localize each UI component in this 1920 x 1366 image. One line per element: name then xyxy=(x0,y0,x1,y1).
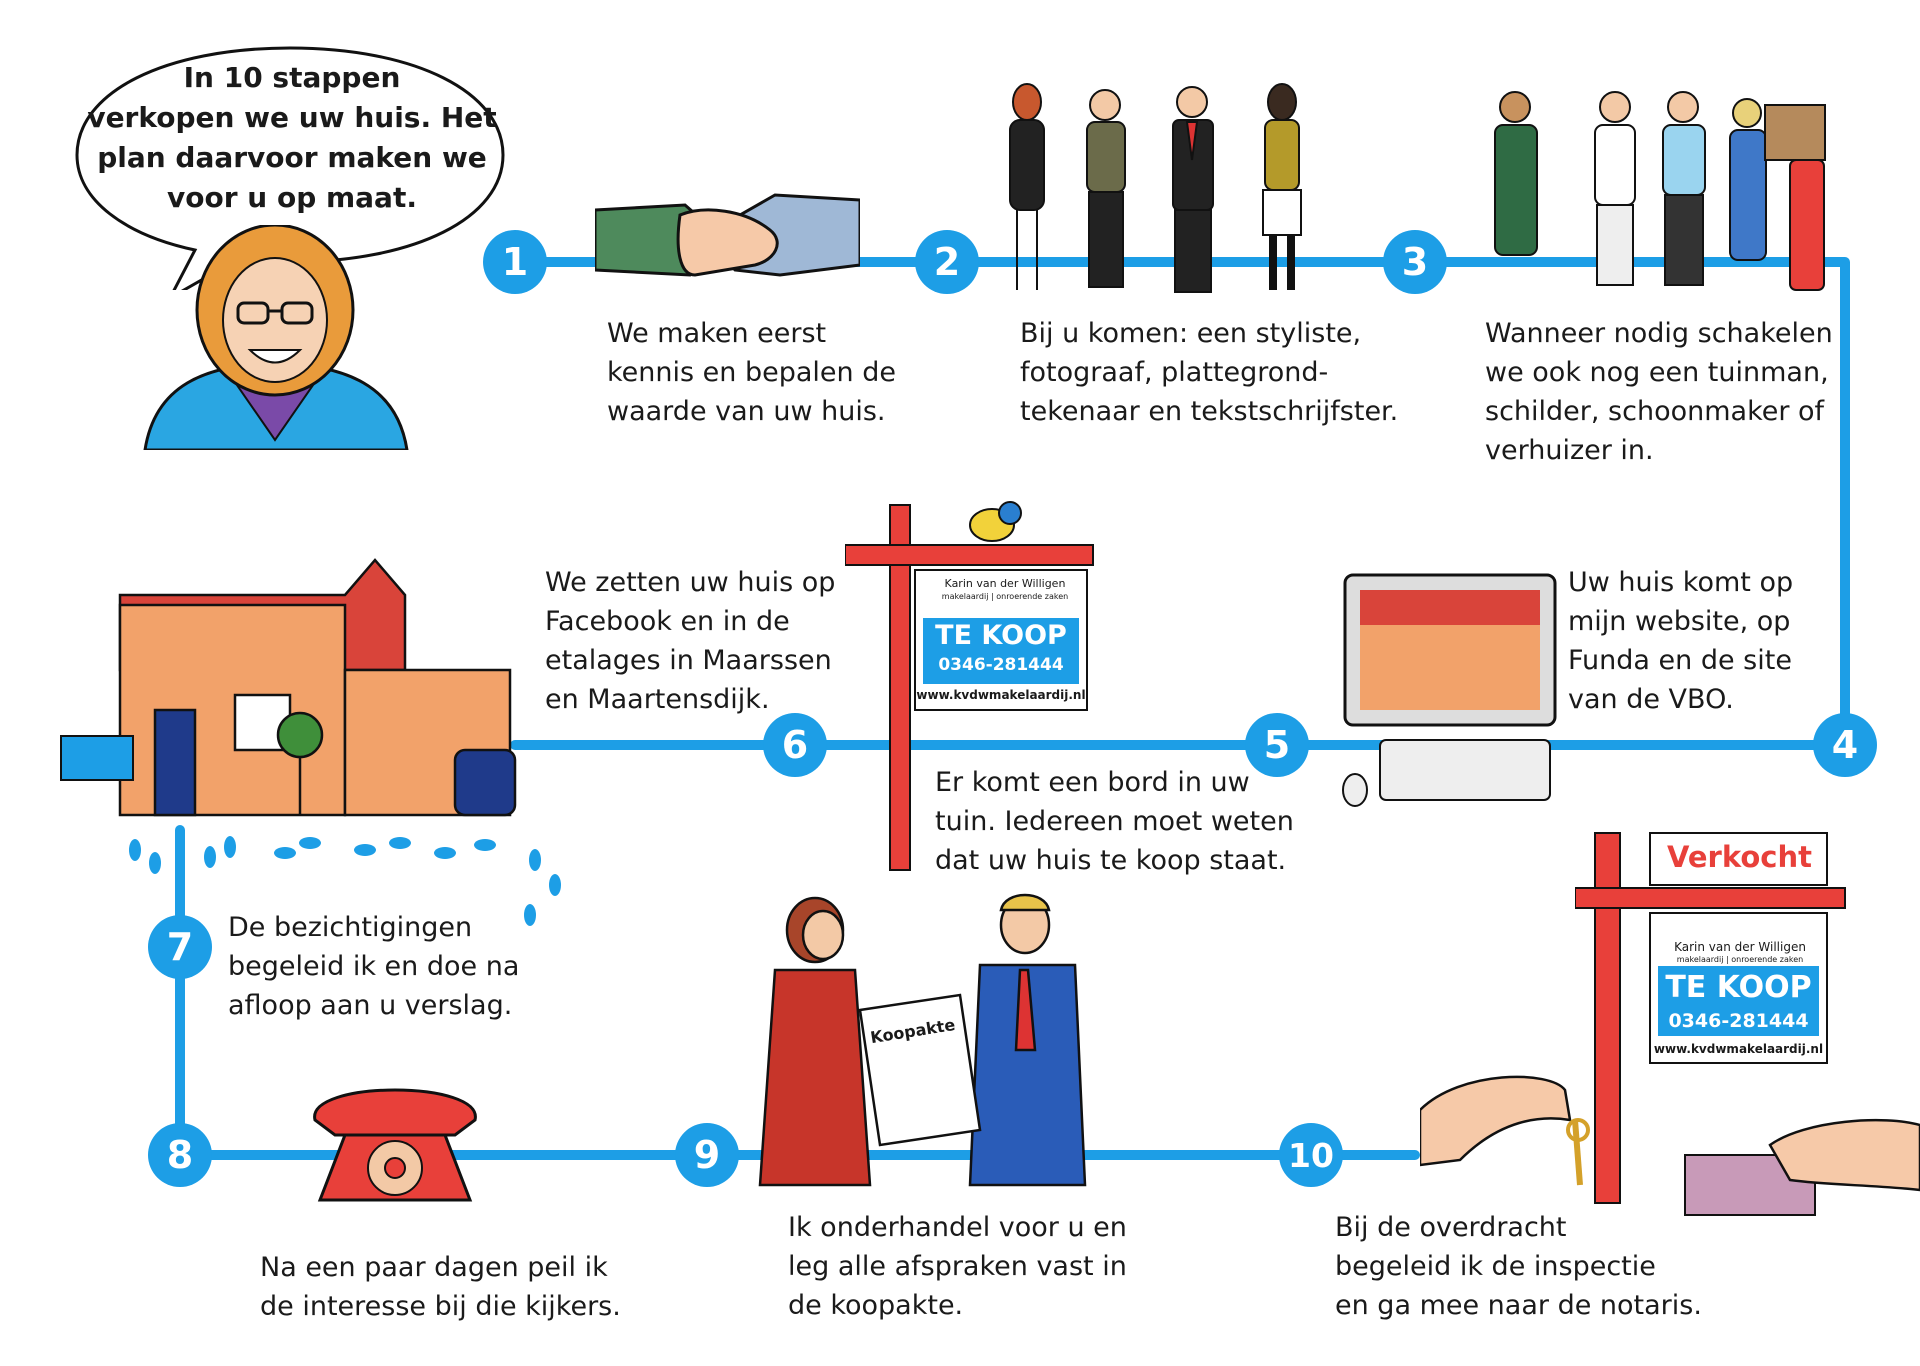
bird-illustration xyxy=(969,501,1022,542)
step-10-marker: 10 xyxy=(1279,1123,1343,1187)
agent-portrait xyxy=(143,225,409,450)
contract-signing-illustration xyxy=(758,893,1087,1187)
for-sale-sign xyxy=(845,504,1094,871)
step-3-text: Wanneer nodig schakelen we ook nog een t… xyxy=(1485,318,1833,466)
sold-sign xyxy=(1575,832,1846,1204)
key-handover-illustration xyxy=(1420,1075,1590,1186)
step-5-marker: 5 xyxy=(1245,713,1309,777)
telephone-illustration xyxy=(313,1088,477,1202)
handshake-illustration xyxy=(595,193,860,277)
sign-url: www.kvdwmakelaardij.nl xyxy=(916,688,1086,702)
step-6-text: We zetten uw huis op Facebook en in de e… xyxy=(545,567,836,715)
step-6-marker: 6 xyxy=(763,713,827,777)
step-8-text: Na een paar dagen peil ik de interesse b… xyxy=(260,1252,621,1322)
computer-illustration xyxy=(1342,573,1557,807)
small-te-koop-sign xyxy=(60,735,134,781)
sign-phone: 0346-281444 xyxy=(938,655,1064,675)
step-9-text: Ik onderhandel voor u en leg alle afspra… xyxy=(788,1212,1127,1321)
step-7-text: De bezichtigingen begeleid ik en doe na … xyxy=(228,912,520,1021)
step-1-text: We maken eerst kennis en bepalen de waar… xyxy=(607,318,896,427)
footsteps-illustration xyxy=(129,836,561,926)
house-illustration xyxy=(118,558,517,817)
speech-bubble-text: In 10 stappen verkopen we uw huis. Het p… xyxy=(87,61,497,214)
step-5-text: Er komt een bord in uw tuin. Iedereen mo… xyxy=(935,767,1294,876)
step-8-marker: 8 xyxy=(148,1123,212,1187)
workers-illustration xyxy=(1494,91,1826,291)
step-4-text: Uw huis komt op mijn website, op Funda e… xyxy=(1568,567,1794,715)
step-1-marker: 1 xyxy=(483,230,547,294)
sold-sign-label: Verkocht xyxy=(1667,840,1812,874)
step-2-marker: 2 xyxy=(915,230,979,294)
step-4-marker: 4 xyxy=(1813,713,1877,777)
sold-sign-headline: TE KOOP xyxy=(1665,970,1812,1005)
sold-sign-phone: 0346-281444 xyxy=(1668,1010,1809,1032)
step-3-marker: 3 xyxy=(1383,230,1447,294)
money-hand-illustration xyxy=(1684,1118,1920,1216)
step-10-text: Bij de overdracht begeleid ik de inspect… xyxy=(1335,1212,1702,1321)
sign-headline: TE KOOP xyxy=(935,620,1067,651)
step-2-text: Bij u komen: een styliste, fotograaf, pl… xyxy=(1020,318,1399,427)
sold-sign-brand-sub: makelaardij | onroerende zaken xyxy=(1676,955,1804,964)
sign-brand: Karin van der Willigen xyxy=(944,577,1066,590)
professionals-illustration xyxy=(1009,83,1302,293)
step-9-marker: 9 xyxy=(675,1123,739,1187)
step-7-marker: 7 xyxy=(148,915,212,979)
sold-sign-brand: Karin van der Willigen xyxy=(1674,940,1806,954)
sign-brand-sub: makelaardij | onroerende zaken xyxy=(941,592,1069,601)
sold-sign-url: www.kvdwmakelaardij.nl xyxy=(1653,1042,1824,1056)
